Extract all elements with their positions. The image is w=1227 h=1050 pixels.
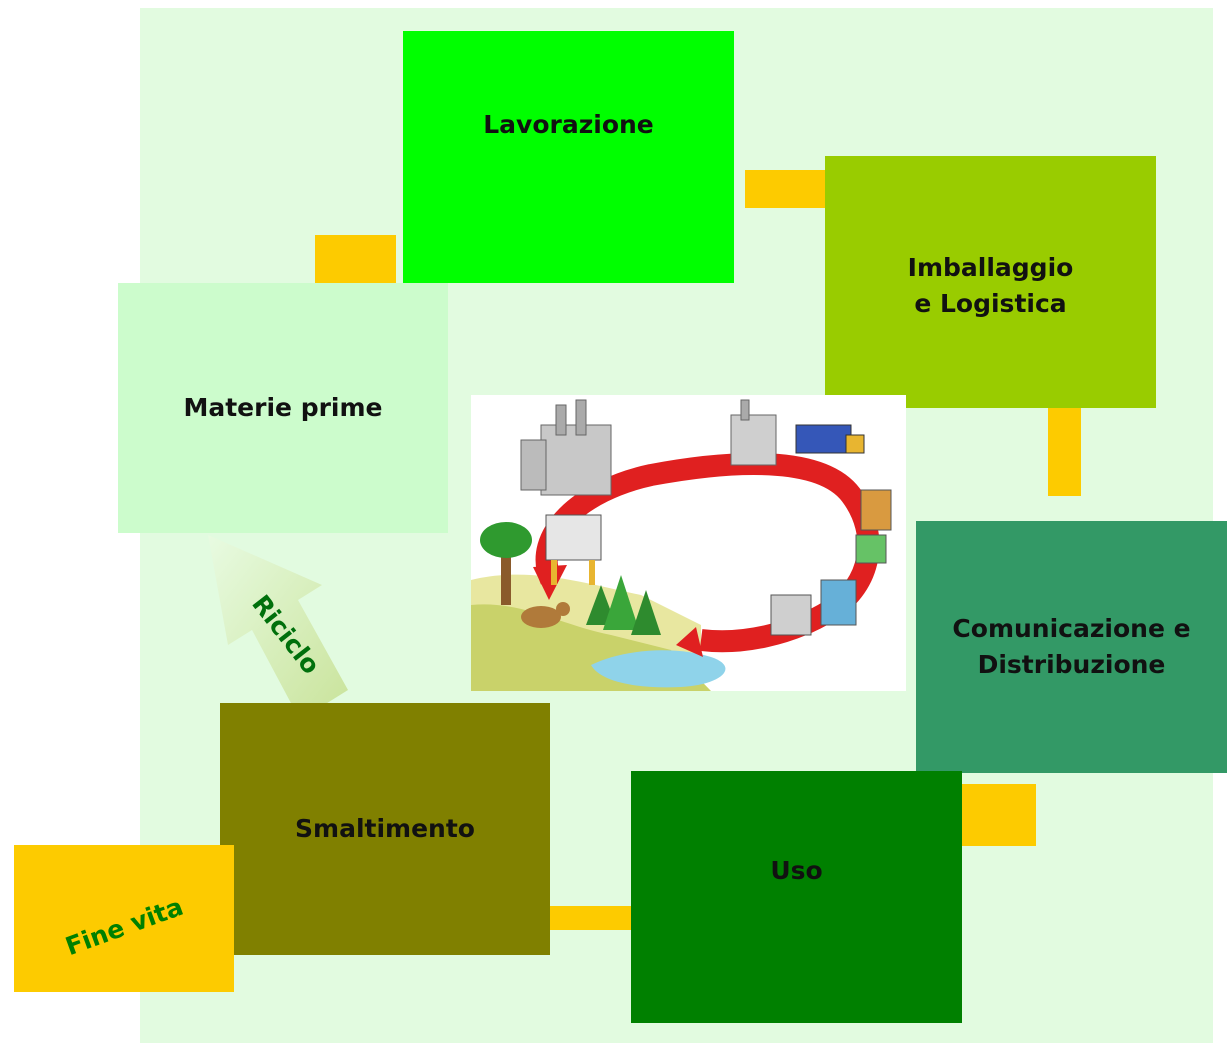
riciclo-arrow-shape [208, 535, 348, 720]
stage-fine-vita: Fine vita [14, 845, 234, 992]
stage-materie-prime-label: Materie prime [183, 393, 383, 422]
connector-lavorazione-imballaggio [745, 170, 834, 208]
stage-imballaggio-logistica: Imballaggio e Logistica [825, 156, 1156, 408]
stage-smaltimento-label: Smaltimento [295, 814, 475, 843]
life-cycle-illustration-icon [471, 399, 892, 691]
riciclo-arrow [208, 535, 348, 720]
stage-comunicazione-label: Comunicazione e Distribuzione [952, 614, 1191, 679]
connector-imballaggio-comunicazione [1048, 406, 1081, 496]
life-cycle-illustration [471, 395, 906, 691]
stage-materie-prime: Materie prime [118, 283, 448, 533]
stage-smaltimento: Smaltimento [220, 703, 550, 955]
connector-materie-lavorazione [315, 235, 396, 287]
stage-uso-label: Uso [770, 856, 823, 885]
connector-comunicazione-uso [960, 784, 1036, 846]
stage-lavorazione-label: Lavorazione [483, 110, 654, 139]
stage-fine-vita-label: Fine vita [61, 891, 187, 961]
stage-imballaggio-label: Imballaggio e Logistica [907, 253, 1074, 318]
stage-comunicazione-distribuzione: Comunicazione e Distribuzione [916, 521, 1227, 773]
connector-uso-smaltimento [540, 906, 632, 930]
stage-uso: Uso [631, 771, 962, 1023]
stage-lavorazione: Lavorazione [403, 31, 734, 283]
